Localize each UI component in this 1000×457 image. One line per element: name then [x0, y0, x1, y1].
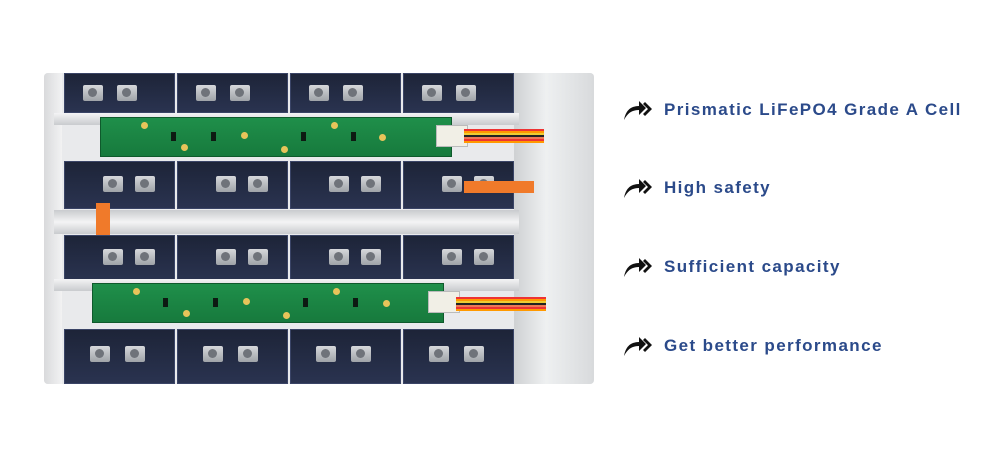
wire-harness [464, 129, 544, 143]
feature-label: Sufficient capacity [664, 257, 841, 276]
double-arrow-icon [624, 258, 652, 277]
battery-cell [290, 161, 401, 209]
battery-cell [177, 329, 288, 384]
battery-cell [290, 235, 401, 281]
double-arrow-icon [624, 101, 652, 120]
feature-label: Prismatic LiFePO4 Grade A Cell [664, 100, 962, 119]
battery-cell [403, 73, 514, 113]
battery-cell [177, 161, 288, 209]
feature-item: Prismatic LiFePO4 Grade A Cell [622, 99, 962, 121]
cell-row-4 [64, 329, 514, 384]
battery-cell [64, 73, 175, 113]
bms-board-2 [92, 283, 444, 323]
battery-cell [403, 329, 514, 384]
chassis-frame-right [514, 73, 594, 384]
cable-tag [464, 181, 534, 193]
battery-cell [290, 329, 401, 384]
chassis-frame-left [44, 73, 62, 384]
battery-module-photo [44, 73, 594, 384]
battery-cell [290, 73, 401, 113]
feature-label: Get better performance [664, 336, 883, 355]
double-arrow-icon [624, 179, 652, 198]
battery-cell [64, 235, 175, 281]
bms-board-1 [100, 117, 452, 157]
battery-cell [64, 161, 175, 209]
feature-label: High safety [664, 178, 772, 197]
battery-cell [177, 235, 288, 281]
wire-harness [456, 297, 546, 311]
battery-cell [403, 235, 514, 281]
cell-row-2 [64, 161, 514, 209]
cell-row-3 [64, 235, 514, 281]
busbar-link [96, 203, 110, 243]
double-arrow-icon [624, 337, 652, 356]
feature-item: Get better performance [622, 335, 883, 357]
battery-cell [64, 329, 175, 384]
battery-cell [177, 73, 288, 113]
cell-row-1 [64, 73, 514, 113]
feature-item: Sufficient capacity [622, 256, 841, 278]
feature-item: High safety [622, 177, 771, 199]
rail [54, 210, 519, 234]
